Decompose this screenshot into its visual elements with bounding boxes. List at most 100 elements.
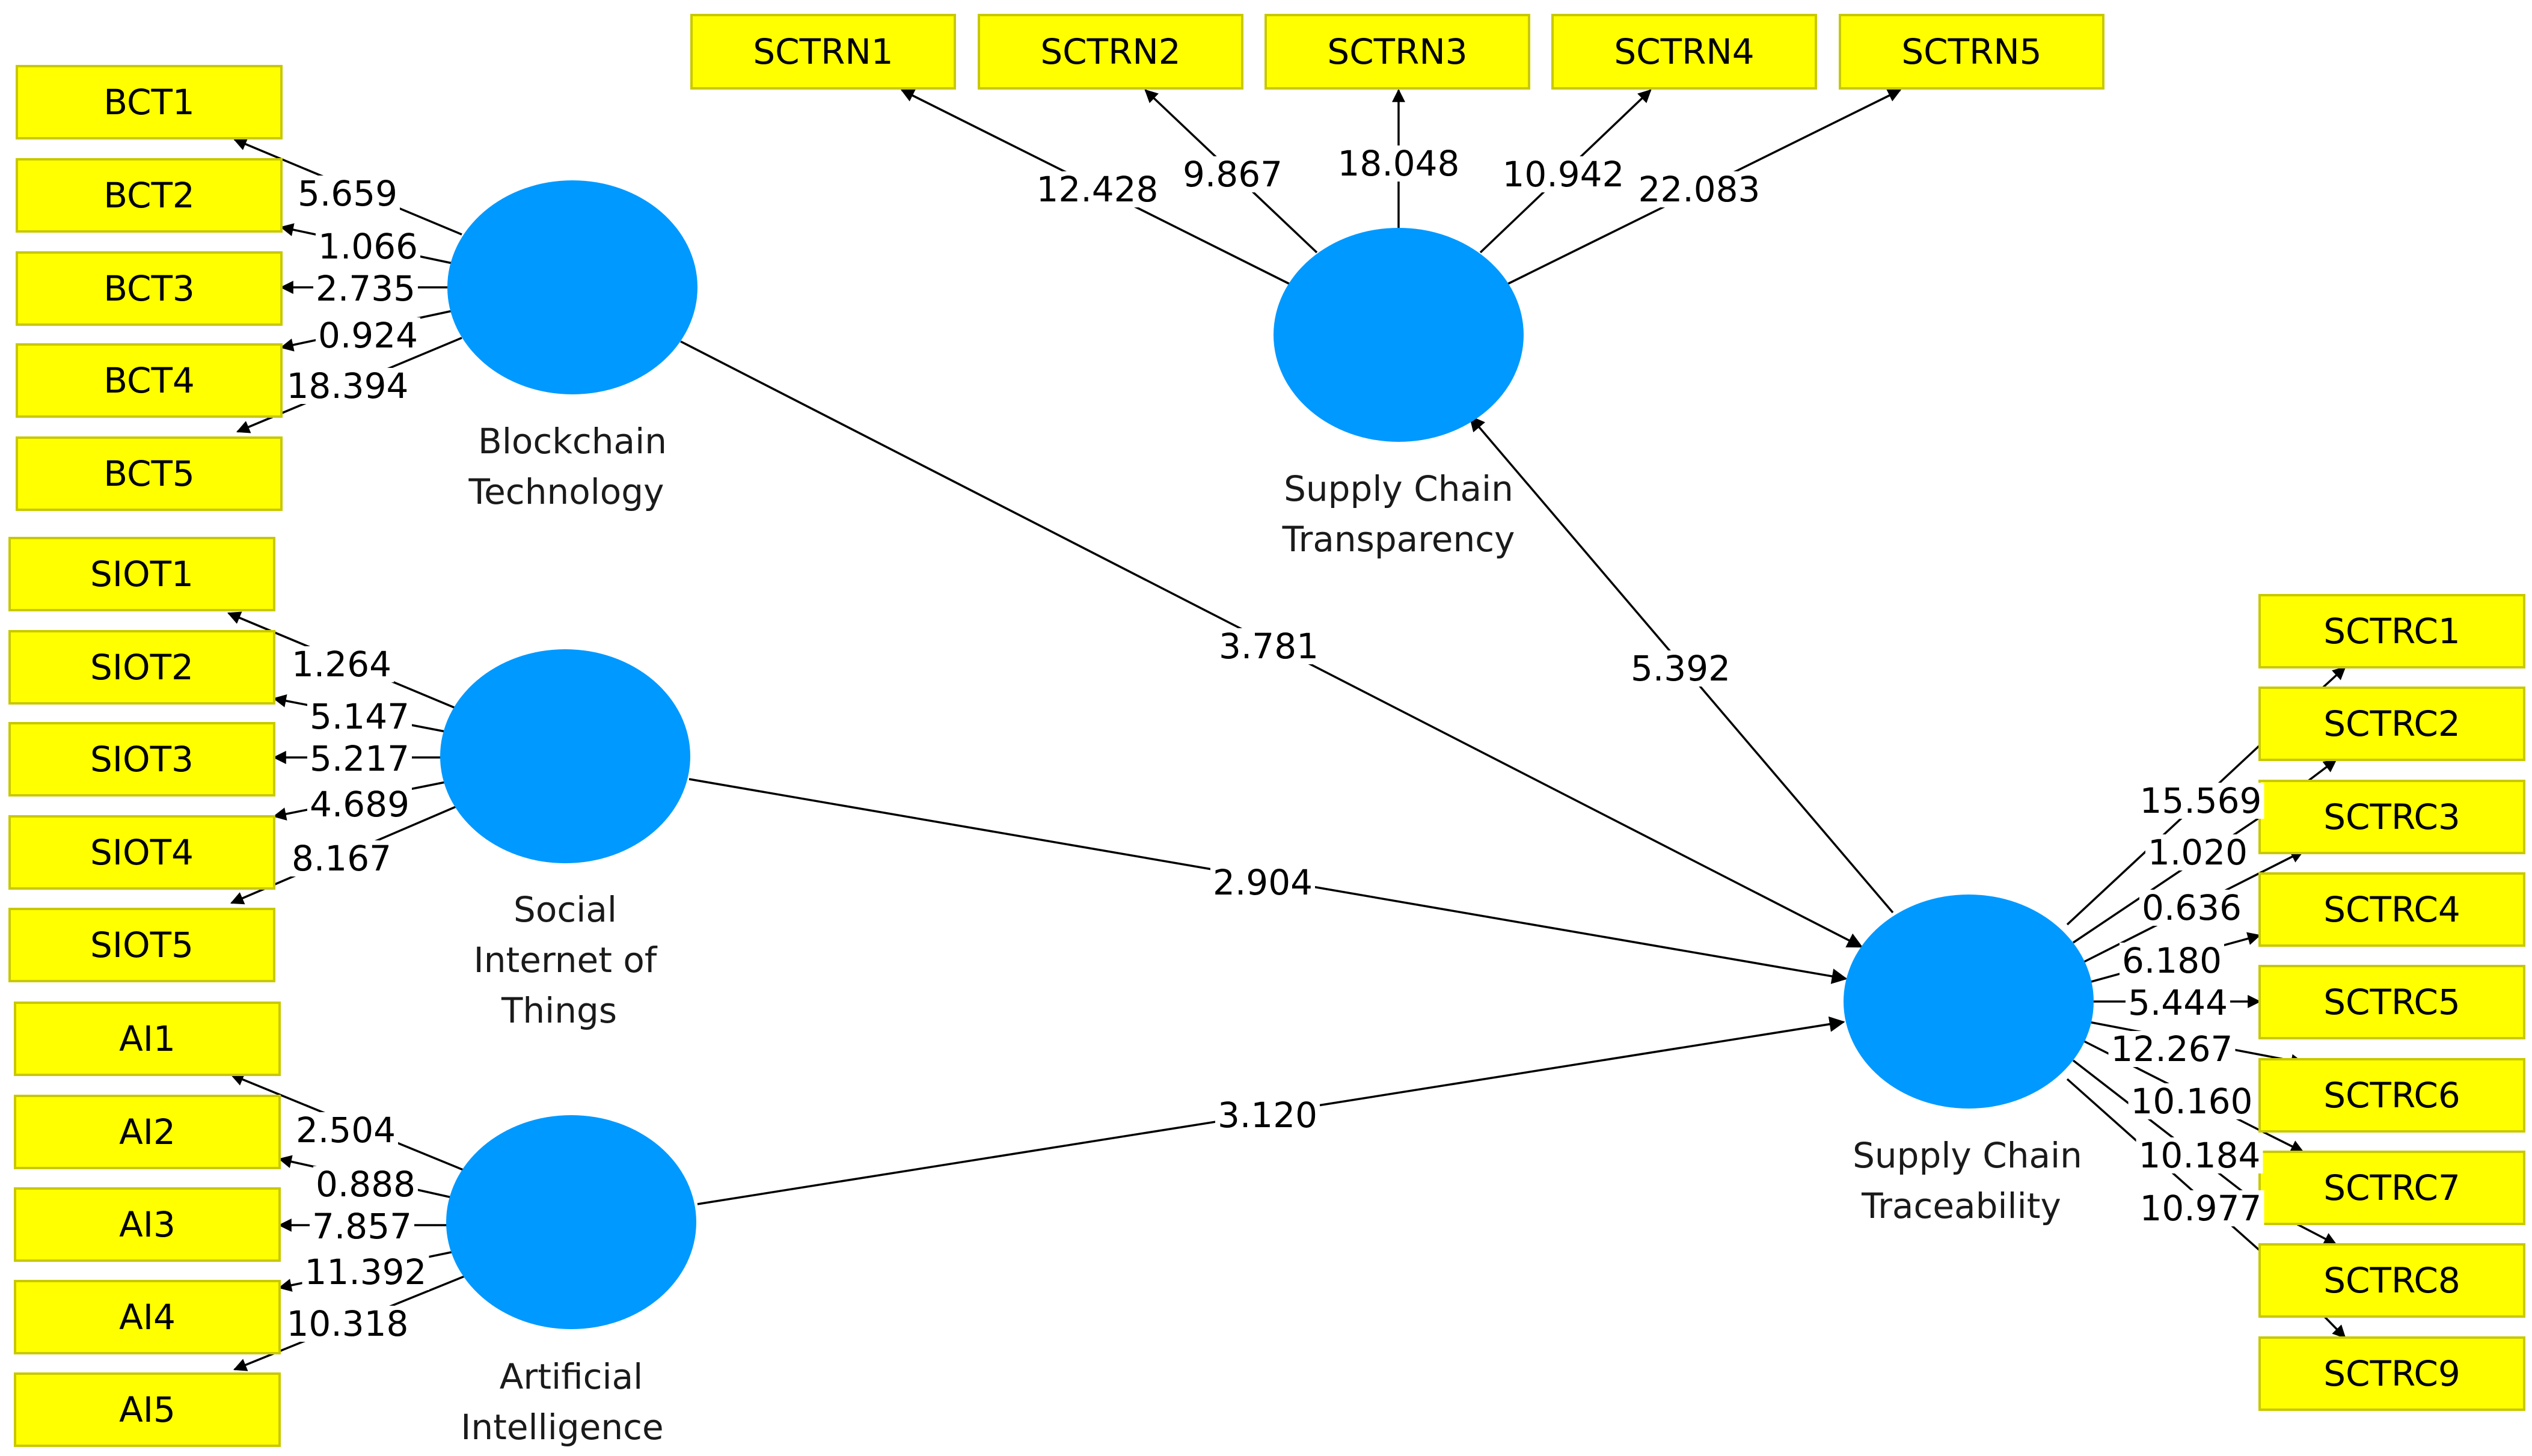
path-coefficient-bct-sctrc-background [1216, 628, 1322, 664]
indicator-label-siot1: SIOT1 [90, 554, 194, 595]
loading-value-sctrc8: 10.184 [2139, 1135, 2261, 1176]
loading-value-siot3-background [307, 741, 412, 777]
indicator-box-siot5[interactable] [8, 908, 275, 982]
loading-value-sctrc9: 10.977 [2140, 1188, 2262, 1229]
indicator-box-bct4[interactable] [16, 343, 283, 418]
construct-node-sctrn[interactable] [1274, 228, 1524, 442]
construct-label-bct-line-2: Technology [468, 471, 664, 512]
indicator-label-sctrn2: SCTRN2 [1040, 31, 1180, 72]
indicator-box-sctrc6[interactable] [2258, 1058, 2525, 1133]
loading-value-sctrn5-background [1635, 171, 1763, 207]
path-coefficient-ai-sctrc: 3.120 [1218, 1095, 1317, 1136]
indicator-box-ai3[interactable] [14, 1187, 281, 1262]
indicator-box-ai1[interactable] [14, 1002, 281, 1076]
loading-value-sctrc7: 10.160 [2131, 1081, 2253, 1122]
indicator-box-bct2[interactable] [16, 158, 283, 233]
loading-value-bct5-background [284, 368, 411, 404]
construct-label-sctrn-line-1: Supply Chain [1284, 468, 1513, 509]
construct-node-sctrc[interactable] [1844, 895, 2094, 1109]
indicator-box-bct5[interactable] [16, 436, 283, 511]
indicator-box-sctrn3[interactable] [1264, 14, 1530, 90]
loading-value-ai1-background [293, 1112, 399, 1148]
construct-label-sctrn-line-2: Transparency [1282, 519, 1515, 560]
loading-value-bct3-background [313, 271, 418, 307]
construct-label-siot-line-3: Things [501, 990, 617, 1031]
indicator-box-sctrn1[interactable] [690, 14, 956, 90]
construct-label-ai-line-2: Intelligence [461, 1407, 663, 1448]
indicator-label-bct5: BCT5 [103, 453, 195, 494]
loading-value-siot3-group: 5.217 [307, 738, 412, 779]
indicator-box-siot1[interactable] [8, 537, 275, 611]
loading-value-siot1: 1.264 [292, 644, 391, 685]
loading-value-sctrc6-background [2108, 1031, 2236, 1067]
loading-value-sctrn2-group: 9.867 [1180, 154, 1286, 195]
loading-value-sctrc5: 5.444 [2128, 982, 2228, 1023]
indicator-box-sctrn5[interactable] [1839, 14, 2104, 90]
loading-value-sctrn1-group: 12.428 [1034, 169, 1161, 210]
indicator-label-sctrn4: SCTRN4 [1614, 31, 1754, 72]
loading-value-sctrc5-background [2125, 985, 2231, 1021]
path-coefficient-siot-sctrc-group: 2.904 [1210, 862, 1316, 903]
indicator-box-ai2[interactable] [14, 1095, 281, 1169]
loading-value-ai1: 2.504 [296, 1110, 396, 1151]
indicator-label-ai1: AI1 [119, 1018, 176, 1059]
loading-value-sctrc2-group: 1.020 [2145, 832, 2251, 873]
loading-value-ai2-group: 0.888 [313, 1164, 418, 1205]
loading-value-siot4-background [307, 786, 412, 822]
loading-value-siot1-group: 1.264 [289, 644, 394, 685]
loading-value-sctrc2-background [2145, 834, 2251, 870]
indicator-label-bct4: BCT4 [103, 360, 195, 401]
indicator-label-sctrc8: SCTRC8 [2323, 1260, 2460, 1301]
indicator-box-sctrc8[interactable] [2258, 1243, 2525, 1318]
construct-node-siot[interactable] [440, 649, 690, 863]
loading-value-sctrn3-background [1335, 145, 1462, 182]
loading-value-ai3-background [309, 1208, 415, 1244]
loading-value-bct1: 5.659 [298, 173, 397, 214]
loading-value-bct3: 2.735 [316, 268, 415, 309]
indicator-box-sctrc9[interactable] [2258, 1336, 2525, 1411]
indicator-label-siot4: SIOT4 [90, 832, 194, 873]
construct-label-bct-line-1: Blockchain [478, 421, 667, 462]
indicator-box-siot4[interactable] [8, 815, 275, 890]
loading-value-siot4: 4.689 [310, 784, 409, 825]
path-coefficient-ai-sctrc-group: 3.120 [1215, 1095, 1320, 1136]
indicator-box-sctrn2[interactable] [978, 14, 1243, 90]
loading-value-siot2-background [307, 699, 412, 735]
indicator-box-sctrc4[interactable] [2258, 872, 2525, 947]
indicator-label-bct2: BCT2 [103, 175, 195, 216]
loading-value-siot2: 5.147 [310, 696, 409, 737]
loading-value-sctrn4: 10.942 [1503, 154, 1625, 195]
indicator-box-siot2[interactable] [8, 630, 275, 705]
loading-value-siot2-group: 5.147 [307, 696, 412, 737]
loading-value-siot5-background [289, 840, 394, 876]
loading-value-ai2-background [313, 1166, 418, 1202]
indicator-label-sctrc7: SCTRC7 [2323, 1167, 2460, 1208]
indicator-label-ai3: AI3 [119, 1204, 176, 1245]
indicator-box-sctrn4[interactable] [1551, 14, 1817, 90]
indicator-label-sctrc2: SCTRC2 [2323, 703, 2460, 744]
construct-node-bct[interactable] [447, 180, 697, 394]
indicator-box-sctrc1[interactable] [2258, 594, 2525, 668]
loading-value-sctrc4: 6.180 [2122, 940, 2222, 981]
indicator-box-sctrc2[interactable] [2258, 687, 2525, 761]
indicator-box-bct1[interactable] [16, 65, 283, 139]
indicator-label-sctrc4: SCTRC4 [2323, 889, 2460, 930]
loading-value-sctrc1-background [2137, 783, 2264, 819]
loading-value-sctrc9-background [2137, 1190, 2264, 1226]
indicator-label-sctrc3: SCTRC3 [2323, 797, 2460, 837]
construct-node-ai[interactable] [446, 1115, 696, 1329]
indicator-box-ai5[interactable] [14, 1372, 281, 1447]
path-coefficient-siot-sctrc-background [1210, 864, 1316, 901]
indicator-box-ai4[interactable] [14, 1280, 281, 1354]
indicator-box-siot3[interactable] [8, 722, 275, 797]
loading-value-bct5-group: 18.394 [284, 366, 411, 406]
indicator-box-bct3[interactable] [16, 251, 283, 326]
loading-value-sctrc6: 12.267 [2111, 1029, 2233, 1069]
loading-value-siot3: 5.217 [310, 738, 409, 779]
loading-value-sctrc8-background [2136, 1137, 2263, 1173]
indicator-box-sctrc7[interactable] [2258, 1151, 2525, 1225]
indicator-boxes: BCT1BCT2BCT3BCT4BCT5SIOT1SIOT2SIOT3SIOT4… [8, 14, 2525, 1447]
indicator-box-sctrc5[interactable] [2258, 965, 2525, 1039]
loading-value-bct4: 0.924 [318, 315, 418, 356]
